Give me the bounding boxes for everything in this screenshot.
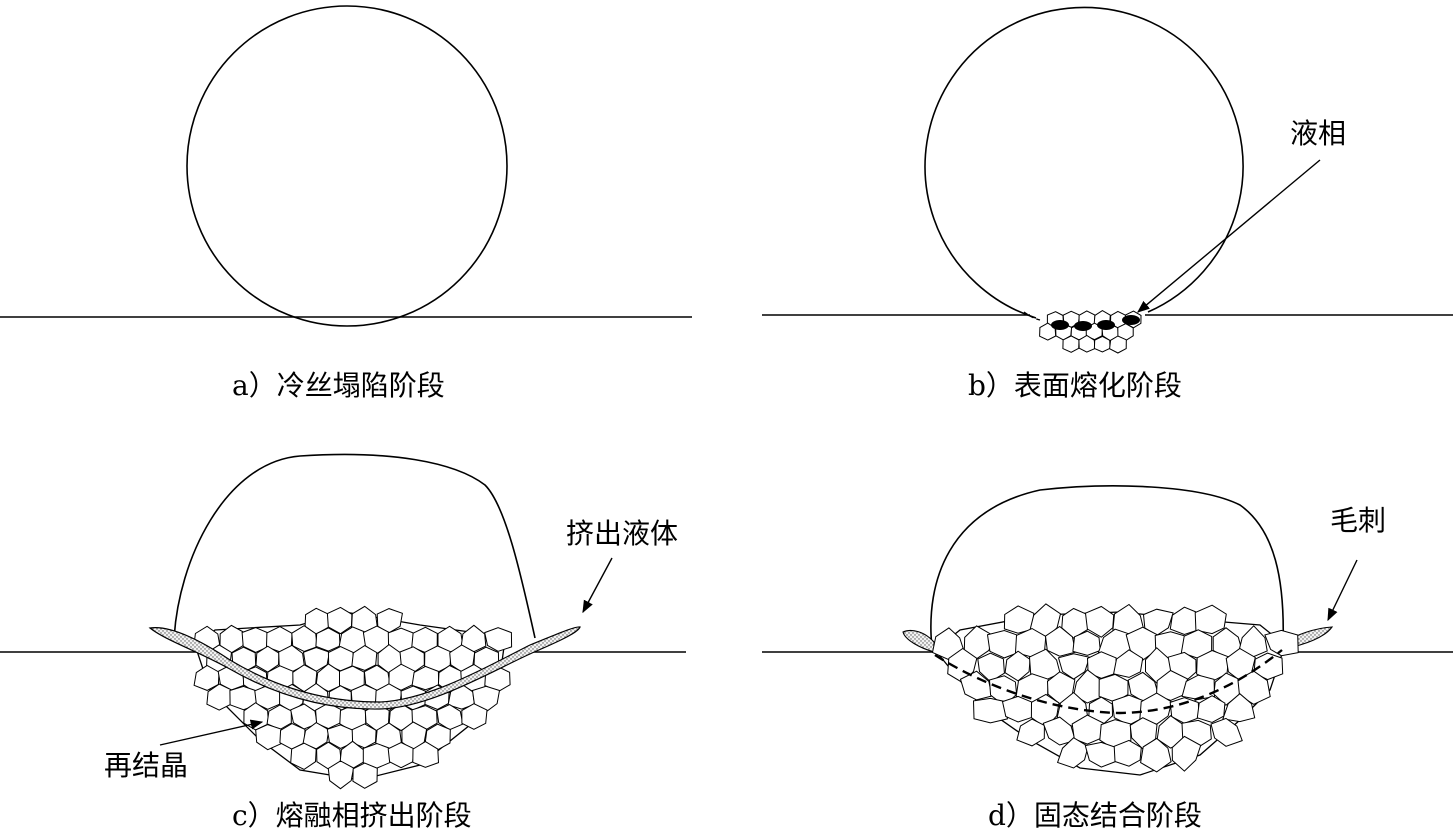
- liquid-pocket: [1122, 315, 1140, 325]
- panel-d-bond-interface-dashed: [934, 649, 1283, 715]
- grain-cell: [1093, 335, 1111, 353]
- panel-b-callout-arrow: [1137, 159, 1321, 313]
- grain-cell: [1155, 669, 1189, 701]
- grain-cell: [1109, 335, 1127, 354]
- panel-a: [0, 5, 692, 327]
- panel-d-callout-arrow: [1327, 559, 1358, 622]
- panel-d-caption: d）固态结合阶段: [988, 799, 1202, 832]
- panel-c-grain-network: [193, 605, 513, 790]
- panel-b: [762, 6, 1453, 354]
- panel-c: [0, 453, 686, 790]
- panel-d-wire-outline: [930, 485, 1285, 649]
- liquid-pocket: [1074, 321, 1092, 331]
- liquid-pocket: [1051, 320, 1069, 330]
- panel-b-wire-outline: [924, 6, 1244, 319]
- grain-cell: [1140, 737, 1172, 773]
- grain-cell: [327, 760, 355, 790]
- grain-cell: [1003, 605, 1035, 634]
- grain-cell: [351, 645, 378, 671]
- panel-c-extrude-arrow: [582, 557, 613, 614]
- grain-cell: [1062, 335, 1080, 353]
- grain-cell: [1113, 739, 1142, 767]
- grain-cell: [1264, 629, 1299, 657]
- panel-c-recrystallization-label: 再结晶: [104, 749, 189, 782]
- panel-b-liquid-label: 液相: [1290, 117, 1347, 150]
- grain-cell: [411, 665, 440, 691]
- panel-c-wire-outline: [173, 453, 536, 641]
- grain-cell: [352, 762, 378, 789]
- panel-a-wire-circle: [186, 5, 508, 327]
- grain-cell: [315, 627, 341, 652]
- grain-cell: [1042, 716, 1076, 746]
- panel-b-caption: b）表面熔化阶段: [968, 369, 1182, 402]
- panel-b-dash-left: [1023, 311, 1041, 321]
- grain-cell: [1046, 671, 1076, 705]
- grain-cell: [291, 625, 318, 653]
- panel-b-liquid-pockets: [1051, 315, 1140, 331]
- panel-d: [762, 485, 1453, 776]
- liquid-pocket: [1097, 320, 1115, 330]
- grain-cell: [959, 670, 993, 701]
- grain-cell: [1194, 604, 1227, 635]
- panel-c-recrystal-arrow: [159, 719, 264, 746]
- grain-cell: [412, 741, 440, 768]
- grain-cell: [461, 703, 488, 730]
- panel-c-extruded-liquid-label: 挤出液体: [566, 517, 679, 550]
- grain-cell: [1222, 693, 1256, 723]
- panel-a-caption: a）冷丝塌陷阶段: [232, 369, 445, 402]
- panel-d-flash-left: [902, 629, 935, 653]
- grain-cell: [1210, 717, 1243, 747]
- panel-c-extruded-liquid-band: [148, 626, 581, 710]
- panel-d-burr-label: 毛刺: [1330, 504, 1387, 537]
- grain-cell: [1237, 670, 1271, 705]
- grain-cell: [255, 724, 282, 751]
- grain-cell: [1196, 695, 1226, 724]
- grain-cell: [1044, 625, 1077, 657]
- grain-cell: [1113, 649, 1144, 678]
- grain-cell: [1171, 735, 1202, 772]
- grain-cell: [484, 627, 513, 652]
- grain-cell: [1084, 605, 1115, 638]
- grain-cell: [1072, 630, 1101, 656]
- panel-d-grain-network: [931, 603, 1299, 773]
- panel-c-caption: c）熔融相挤出阶段: [232, 799, 472, 832]
- grain-cell: [1253, 652, 1284, 681]
